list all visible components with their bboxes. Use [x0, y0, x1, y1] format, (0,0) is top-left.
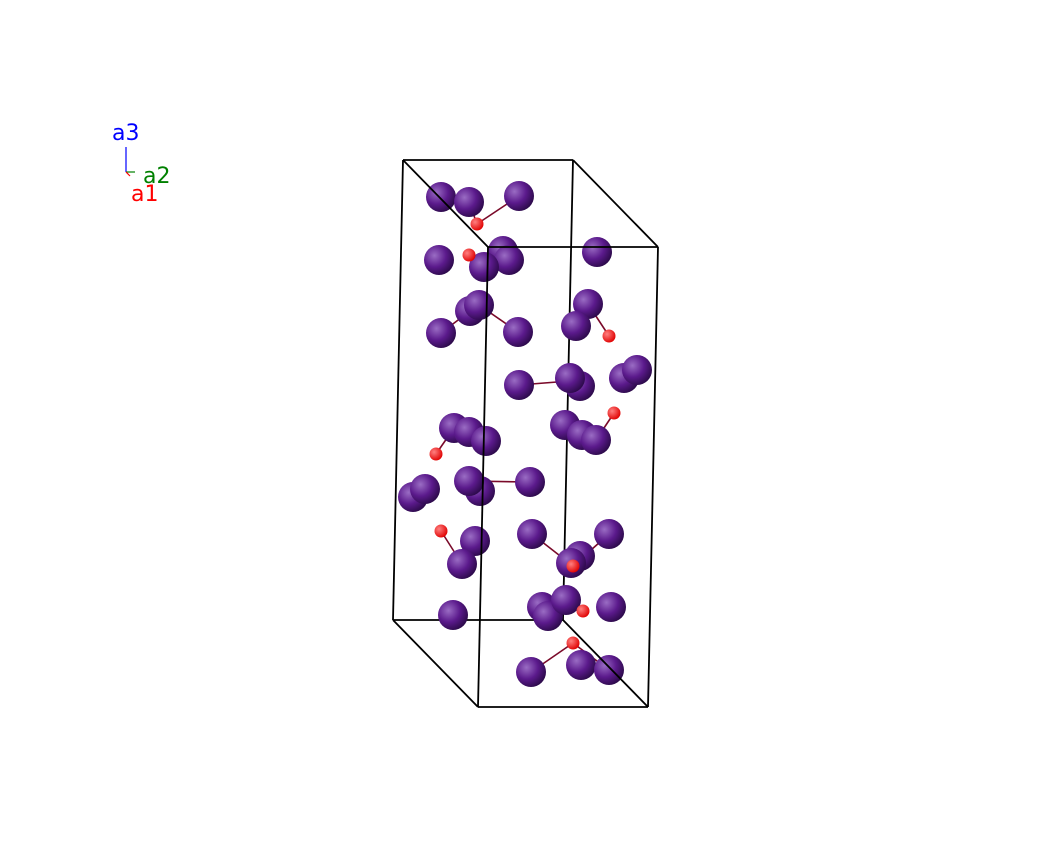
large-atom — [515, 467, 545, 497]
large-atom — [426, 318, 456, 348]
large-atom — [517, 519, 547, 549]
large-atom — [504, 370, 534, 400]
large-atom — [566, 650, 596, 680]
small-atom — [462, 248, 476, 262]
large-atom — [471, 426, 501, 456]
large-atom — [555, 363, 585, 393]
small-atom — [602, 329, 616, 343]
large-atom — [594, 655, 624, 685]
small-atom — [576, 604, 590, 618]
unit-cell-front-edges — [402, 159, 658, 708]
cell-edge — [392, 619, 479, 708]
large-atom — [426, 182, 456, 212]
large-atom — [447, 549, 477, 579]
large-atom — [503, 317, 533, 347]
cell-edge — [572, 159, 659, 248]
large-atom — [622, 355, 652, 385]
a1-label: a1 — [131, 182, 158, 207]
large-atom — [582, 237, 612, 267]
large-atom — [494, 245, 524, 275]
small-atom — [566, 636, 580, 650]
cell-edge — [392, 159, 404, 621]
large-atom — [454, 187, 484, 217]
large-atom — [516, 657, 546, 687]
unit-cell-back-edges — [392, 159, 659, 708]
small-atom — [429, 447, 443, 461]
small-atom — [566, 559, 580, 573]
cell-edge — [647, 246, 659, 708]
large-atom — [464, 290, 494, 320]
large-atom — [573, 289, 603, 319]
large-atom — [438, 600, 468, 630]
large-atom — [594, 519, 624, 549]
axis-triad: a3 a2 a1 — [112, 121, 170, 207]
large-atom — [561, 311, 591, 341]
small-atom — [434, 524, 448, 538]
large-atom — [581, 425, 611, 455]
cell-edge — [562, 619, 649, 708]
cell-edge — [402, 159, 489, 248]
large-atom — [551, 585, 581, 615]
large-atom — [504, 181, 534, 211]
cell-edge — [477, 246, 489, 708]
atoms — [398, 181, 652, 687]
a3-label: a3 — [112, 121, 139, 146]
large-atom — [469, 252, 499, 282]
large-atom — [596, 592, 626, 622]
large-atom — [410, 474, 440, 504]
a2-label: a2 — [143, 164, 170, 189]
a1-axis-line — [125, 171, 131, 177]
small-atom — [607, 406, 621, 420]
small-atom — [470, 217, 484, 231]
large-atom — [424, 245, 454, 275]
large-atom — [454, 466, 484, 496]
